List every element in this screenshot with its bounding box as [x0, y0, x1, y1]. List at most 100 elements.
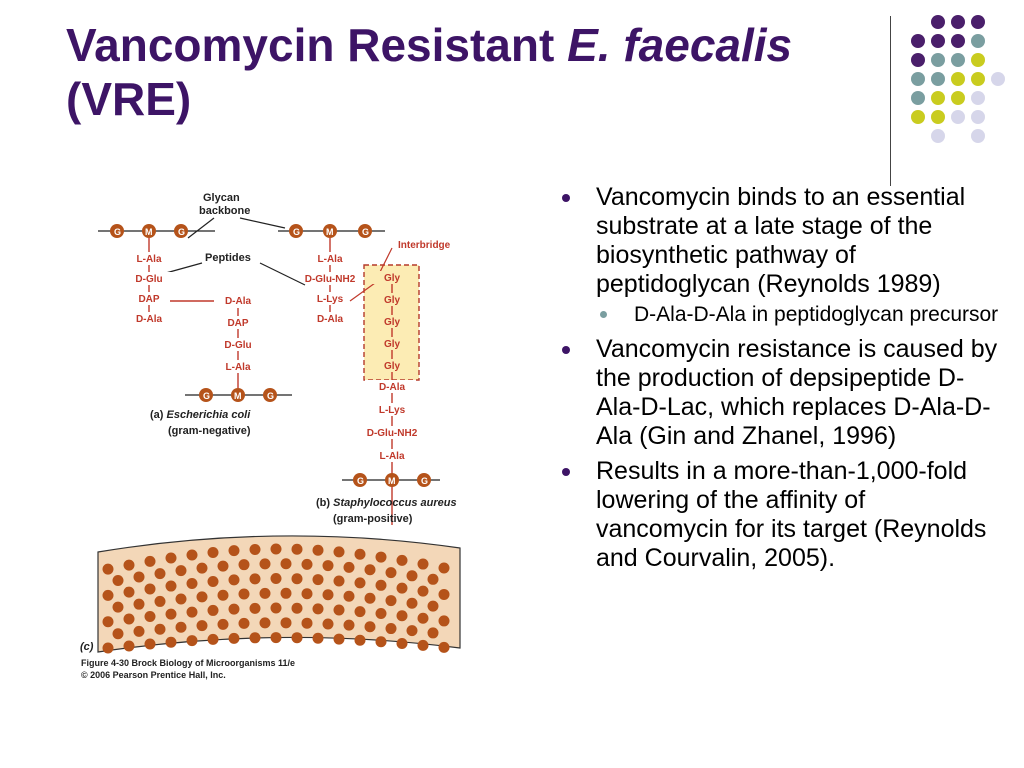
- sheet-sugar: [385, 623, 397, 635]
- ecoli-cross-residue: L-Ala: [226, 362, 251, 373]
- sheet-sugar: [102, 616, 114, 628]
- sheet-sugar: [438, 588, 450, 600]
- sugar-g: [174, 224, 188, 238]
- sheet-sugar: [133, 625, 145, 637]
- sheet-sugar: [228, 603, 240, 615]
- sheet-sugar: [417, 558, 429, 570]
- sheet-sugar: [312, 632, 324, 644]
- sheet-sugar: [123, 559, 135, 571]
- sheet-sugar: [123, 586, 135, 598]
- decorative-dot: [911, 53, 925, 67]
- sheet-sugar: [312, 544, 324, 556]
- decorative-dot: [971, 110, 985, 124]
- sheet-sugar: [438, 562, 450, 574]
- sheet-sugar: [144, 555, 156, 567]
- decorative-dot: [971, 53, 985, 67]
- sugar-m: [142, 224, 156, 238]
- sheet-sugar: [175, 621, 187, 633]
- sheet-sugar: [427, 573, 439, 585]
- ecoli-cross-residue: D-Ala: [225, 296, 252, 307]
- sugar-m: [323, 224, 337, 238]
- saureus-residue: L-Lys: [317, 294, 344, 305]
- svg-text:G: G: [421, 476, 428, 486]
- sheet-sugar: [406, 625, 418, 637]
- bullet-item: Results in a more-than-1,000-fold loweri…: [560, 457, 1000, 573]
- sheet-sugar: [165, 636, 177, 648]
- sheet-sugar: [427, 627, 439, 639]
- sheet-sugar: [165, 580, 177, 592]
- sheet-sugar: [133, 598, 145, 610]
- decorative-dot: [931, 91, 945, 105]
- sheet-sugar: [238, 588, 250, 600]
- sheet-sugar: [270, 602, 282, 614]
- sheet-sugar: [375, 636, 387, 648]
- svg-text:G: G: [293, 227, 300, 237]
- label-b: (b) Staphylococcus aureus: [316, 497, 457, 509]
- sheet-sugar: [133, 571, 145, 583]
- sheet-sugar: [217, 560, 229, 572]
- decorative-dot: [971, 72, 985, 86]
- sheet-sugar: [364, 592, 376, 604]
- sheet-sugar: [396, 554, 408, 566]
- bullet-list: Vancomycin binds to an essential substra…: [560, 183, 1000, 576]
- sheet-sugar: [196, 591, 208, 603]
- bullet-item: Vancomycin resistance is caused by the p…: [560, 335, 1000, 451]
- decorative-dot: [971, 34, 985, 48]
- saureus-residue: D-Glu-NH2: [305, 274, 356, 285]
- title-part-2: (VRE): [66, 73, 192, 125]
- sheet-sugar: [207, 575, 219, 587]
- peptidoglycan-sheet: [97, 535, 461, 654]
- sheet-sugar: [165, 552, 177, 564]
- bullet-marker: [562, 346, 570, 354]
- saureus-cross-residue: L-Lys: [379, 405, 406, 416]
- svg-text:M: M: [234, 391, 242, 401]
- label-c: (c): [80, 641, 94, 653]
- sheet-sugar: [385, 595, 397, 607]
- backbone-left: G M G: [98, 224, 215, 238]
- sheet-sugar: [354, 548, 366, 560]
- sheet-sugar: [364, 564, 376, 576]
- sheet-sugar: [112, 628, 124, 640]
- sheet-sugar: [102, 563, 114, 575]
- saureus-cross-residue: D-Ala: [379, 382, 406, 393]
- svg-text:G: G: [203, 391, 210, 401]
- bullet-item: Vancomycin binds to an essential substra…: [560, 183, 1000, 299]
- sheet-sugar: [291, 602, 303, 614]
- sheet-sugar: [165, 608, 177, 620]
- sheet-sugar: [301, 588, 313, 600]
- decorative-dot: [991, 72, 1005, 86]
- bullet-text: Vancomycin resistance is caused by the p…: [596, 335, 998, 450]
- sheet-sugar: [112, 575, 124, 587]
- sheet-sugar: [228, 545, 240, 557]
- sheet-sugar: [301, 617, 313, 629]
- sheet-sugar: [343, 561, 355, 573]
- sheet-sugar: [175, 565, 187, 577]
- sheet-sugar: [270, 573, 282, 585]
- sheet-sugar: [112, 601, 124, 613]
- decorative-dot: [951, 53, 965, 67]
- sugar-g: [289, 224, 303, 238]
- glycan-label: Glycan: [203, 192, 240, 204]
- sheet-sugar: [217, 618, 229, 630]
- sheet-sugar: [280, 617, 292, 629]
- sub-bullet-text: D-Ala-D-Ala in peptidoglycan precursor: [634, 303, 999, 326]
- sugar-g: [358, 224, 372, 238]
- sheet-sugar: [385, 567, 397, 579]
- decorative-dot: [931, 110, 945, 124]
- sheet-sugar: [333, 546, 345, 558]
- decorative-dot: [951, 110, 965, 124]
- svg-text:M: M: [145, 227, 153, 237]
- sheet-sugar: [406, 570, 418, 582]
- ecoli-residue: DAP: [138, 294, 159, 305]
- decorative-dot: [931, 72, 945, 86]
- sheet-sugar: [249, 632, 261, 644]
- svg-text:G: G: [178, 227, 185, 237]
- decorative-dot: [971, 129, 985, 143]
- bullet-marker: [562, 468, 570, 476]
- sheet-sugar: [354, 577, 366, 589]
- decorative-dot: [931, 129, 945, 143]
- sheet-sugar: [354, 634, 366, 646]
